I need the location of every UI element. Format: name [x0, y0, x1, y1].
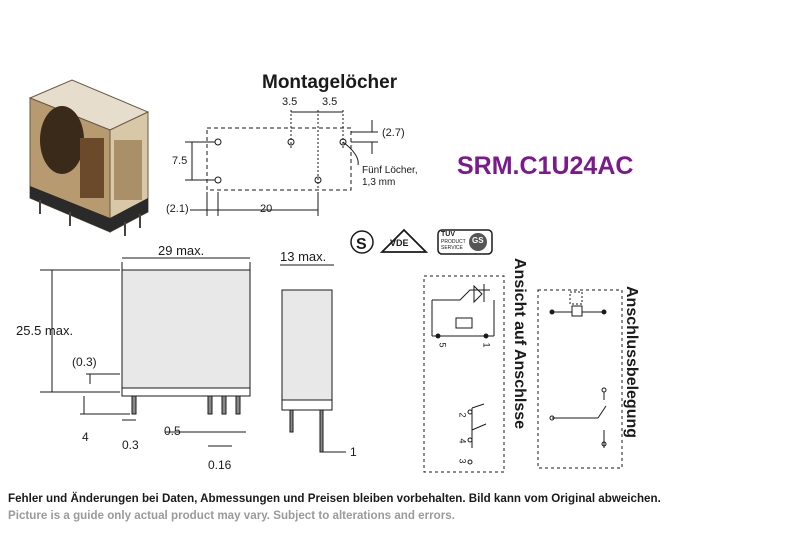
dim-hole-spacing-left: 3.5 — [282, 96, 298, 108]
footer-disclaimer-de: Fehler und Änderungen bei Daten, Abmessu… — [8, 492, 661, 505]
hole-note-line1: Fünf Löcher, — [362, 165, 418, 176]
dim-pin-offset: 0.3 — [122, 438, 139, 452]
wiring-diagram-view — [423, 275, 505, 473]
tuv-gs-mark-icon — [437, 229, 493, 255]
mounting-holes-title: Montagelöcher — [262, 72, 398, 93]
dim-vertical-spacing: 7.5 — [172, 155, 188, 167]
dim-right-offset: (2.7) — [382, 127, 405, 139]
front-view-drawing — [40, 257, 251, 447]
dim-depth: 13 max. — [280, 249, 327, 264]
certification-marks: S — [350, 228, 493, 255]
dim-bottom-left-offset: (2.1) — [166, 203, 189, 215]
pin-label-2: 2 — [457, 412, 468, 418]
dim-hole-spacing-right: 3.5 — [322, 96, 338, 108]
tuv-label-3: SERVICE — [441, 245, 463, 251]
tuv-label-2: PRODUCT — [441, 239, 466, 245]
dim-width: 29 max. — [158, 243, 205, 258]
pin-label-3: 3 — [457, 458, 468, 464]
vde-label: VDE — [390, 238, 409, 248]
tuv-label-1: TÜV — [441, 231, 455, 238]
dim-hole-distance: 20 — [260, 203, 273, 215]
safety-mark-icon — [350, 230, 374, 254]
pin-label-1: 1 — [481, 342, 492, 348]
dim-offset: (0.3) — [72, 355, 97, 369]
svg-text:S: S — [356, 236, 367, 253]
dim-height: 25.5 max. — [16, 323, 74, 338]
pin-label-5: 5 — [437, 342, 448, 348]
part-number: SRM.C1U24AC — [457, 152, 634, 180]
view-on-terminals-label: Ansicht auf Anschlsse — [511, 258, 528, 430]
footer-disclaimer-en: Picture is a guide only actual product m… — [8, 509, 455, 522]
vde-mark-icon — [379, 228, 429, 253]
side-view-drawing — [280, 264, 346, 453]
relay-photo — [28, 79, 150, 236]
dim-pin-length: 4 — [82, 430, 89, 444]
hole-note-line2: 1,3 mm — [362, 177, 396, 188]
pin-assignment-label: Anschlussbelegung — [623, 286, 640, 439]
wiring-diagram-pinout — [537, 289, 623, 469]
pin-label-4: 4 — [457, 438, 468, 444]
dim-pin-pitch: 0.5 — [164, 424, 181, 438]
gs-label: GS — [472, 236, 484, 245]
mounting-hole-diagram — [185, 110, 378, 216]
dim-pin-thickness: 0.16 — [208, 458, 232, 472]
dim-side-pin: 1 — [350, 445, 357, 459]
